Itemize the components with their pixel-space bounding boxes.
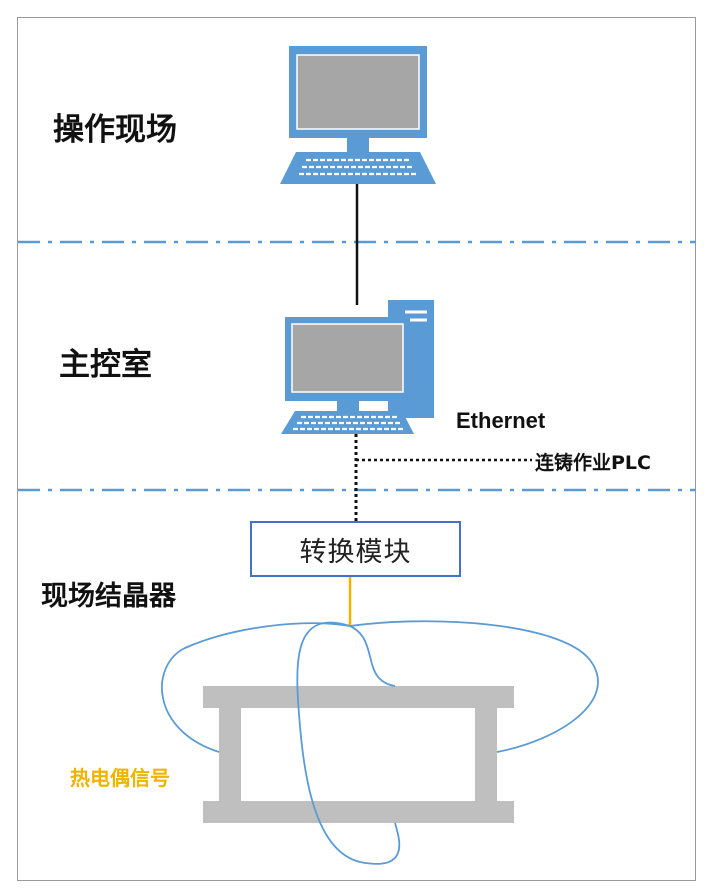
diagram-frame — [17, 17, 696, 881]
plc-label: 连铸作业PLC — [535, 452, 651, 474]
zone-label-main-control-room: 主控室 — [59, 347, 152, 383]
thermocouple-loop-inner — [296, 621, 401, 865]
thermocouple-loop-outer — [161, 620, 599, 753]
thermocouple-signal-label: 热电偶信号 — [70, 766, 170, 790]
ethernet-label: Ethernet — [456, 408, 546, 433]
conversion-module: 转换模块 — [250, 521, 461, 577]
desktop-computer-icon — [281, 300, 434, 434]
zone-label-operation-site: 操作现场 — [53, 112, 177, 148]
zone-label-field-mold: 现场结晶器 — [41, 581, 176, 612]
laptop-computer-icon — [280, 46, 436, 184]
mold-frame — [203, 686, 514, 823]
